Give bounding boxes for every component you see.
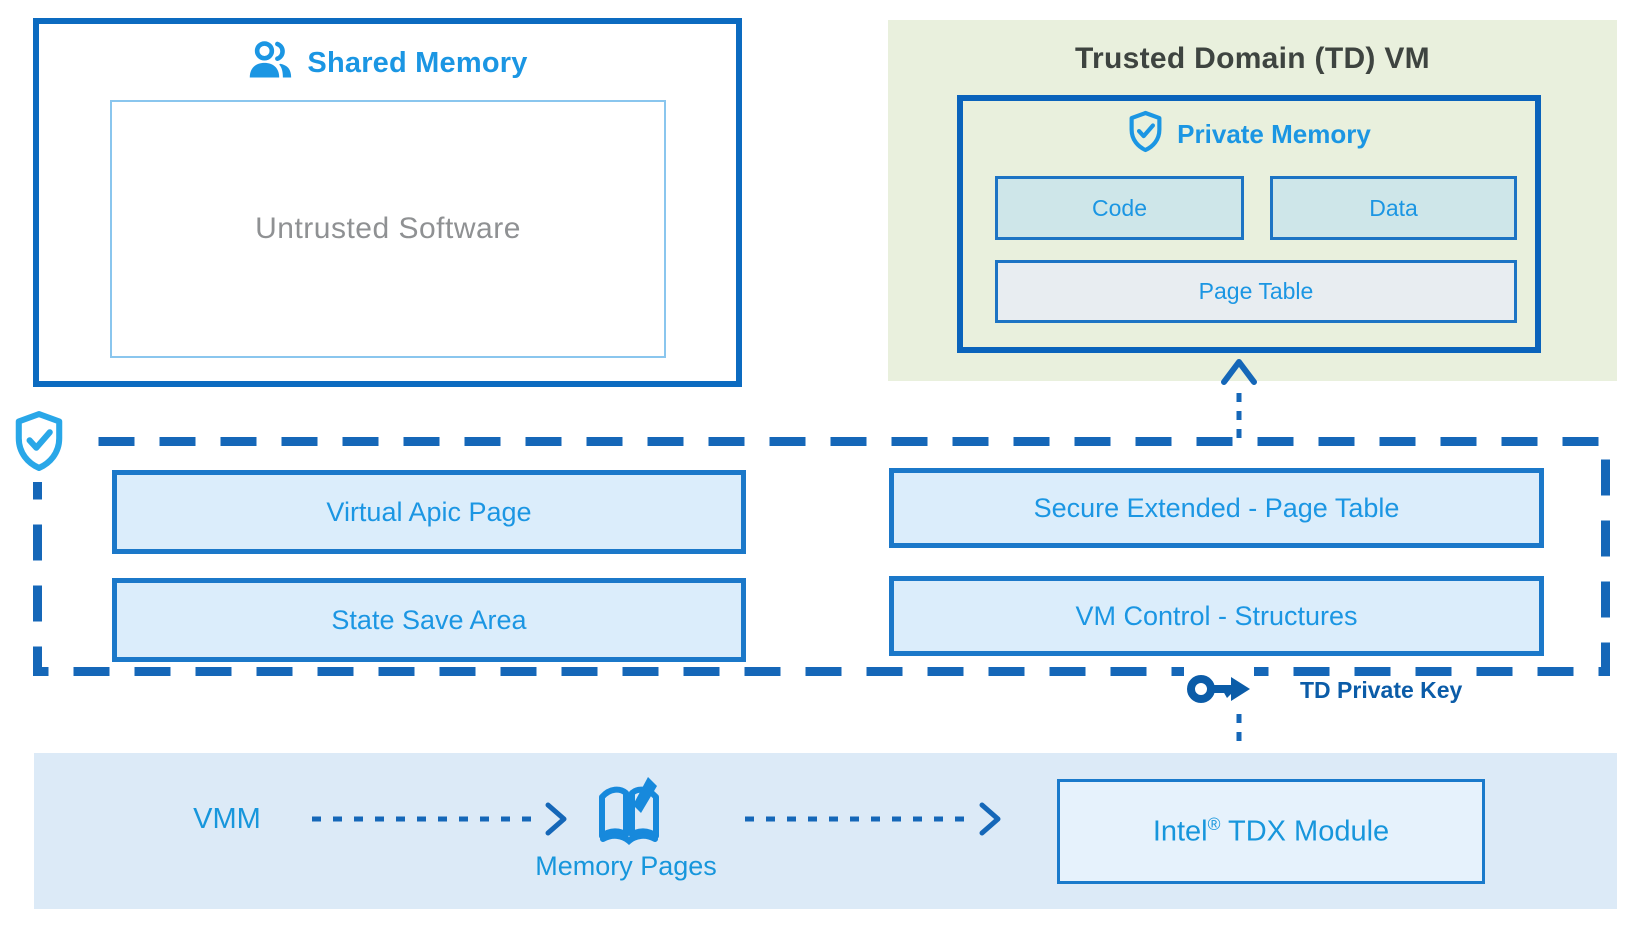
virtual-apic-page-label: Virtual Apic Page bbox=[326, 496, 532, 527]
virtual-apic-page-box: Virtual Apic Page bbox=[112, 470, 746, 554]
private-memory-title: Private Memory bbox=[1177, 118, 1371, 149]
secure-region-shield-check-icon bbox=[12, 410, 70, 474]
td-private-key-label: TD Private Key bbox=[1300, 677, 1463, 703]
open-book-icon bbox=[596, 773, 662, 851]
registered-mark: ® bbox=[1207, 814, 1221, 835]
shield-check-icon bbox=[1127, 110, 1164, 158]
intel-tdx-module-box: Intel® TDX Module bbox=[1057, 779, 1485, 884]
untrusted-software-label: Untrusted Software bbox=[255, 212, 521, 245]
intel-tdx-module-label: Intel® TDX Module bbox=[1152, 814, 1390, 848]
secure-ept-box: Secure Extended - Page Table bbox=[889, 468, 1544, 548]
vm-control-structures-label: VM Control - Structures bbox=[1075, 600, 1358, 631]
data-box: Data bbox=[1270, 176, 1517, 240]
data-label: Data bbox=[1369, 194, 1418, 221]
private-memory-box: Private Memory Code Data Page Table bbox=[957, 95, 1541, 353]
trusted-domain-vm-title: Trusted Domain (TD) VM bbox=[1075, 42, 1430, 75]
page-table-label: Page Table bbox=[1198, 278, 1314, 304]
shared-memory-header: Shared Memory bbox=[39, 40, 736, 86]
memory-pages-label: Memory Pages bbox=[535, 851, 717, 881]
state-save-area-label: State Save Area bbox=[331, 604, 527, 635]
code-label: Code bbox=[1092, 194, 1147, 221]
vmm-label: VMM bbox=[193, 803, 261, 835]
users-icon bbox=[247, 40, 293, 87]
shared-memory-title: Shared Memory bbox=[307, 46, 528, 79]
page-table-box: Page Table bbox=[995, 260, 1517, 323]
vm-control-structures-box: VM Control - Structures bbox=[889, 576, 1544, 656]
hardware-band: VMM Memory Pages Intel® TDX Module bbox=[34, 753, 1617, 909]
untrusted-software-box: Untrusted Software bbox=[110, 100, 666, 358]
code-box: Code bbox=[995, 176, 1244, 240]
private-memory-header: Private Memory bbox=[963, 110, 1535, 158]
state-save-area-box: State Save Area bbox=[112, 578, 746, 662]
secure-ept-label: Secure Extended - Page Table bbox=[1033, 492, 1400, 523]
key-icon bbox=[1184, 664, 1254, 714]
trusted-domain-vm-panel: Trusted Domain (TD) VM Private Memory Co… bbox=[888, 20, 1617, 381]
shared-memory-box: Shared Memory Untrusted Software bbox=[33, 18, 742, 387]
